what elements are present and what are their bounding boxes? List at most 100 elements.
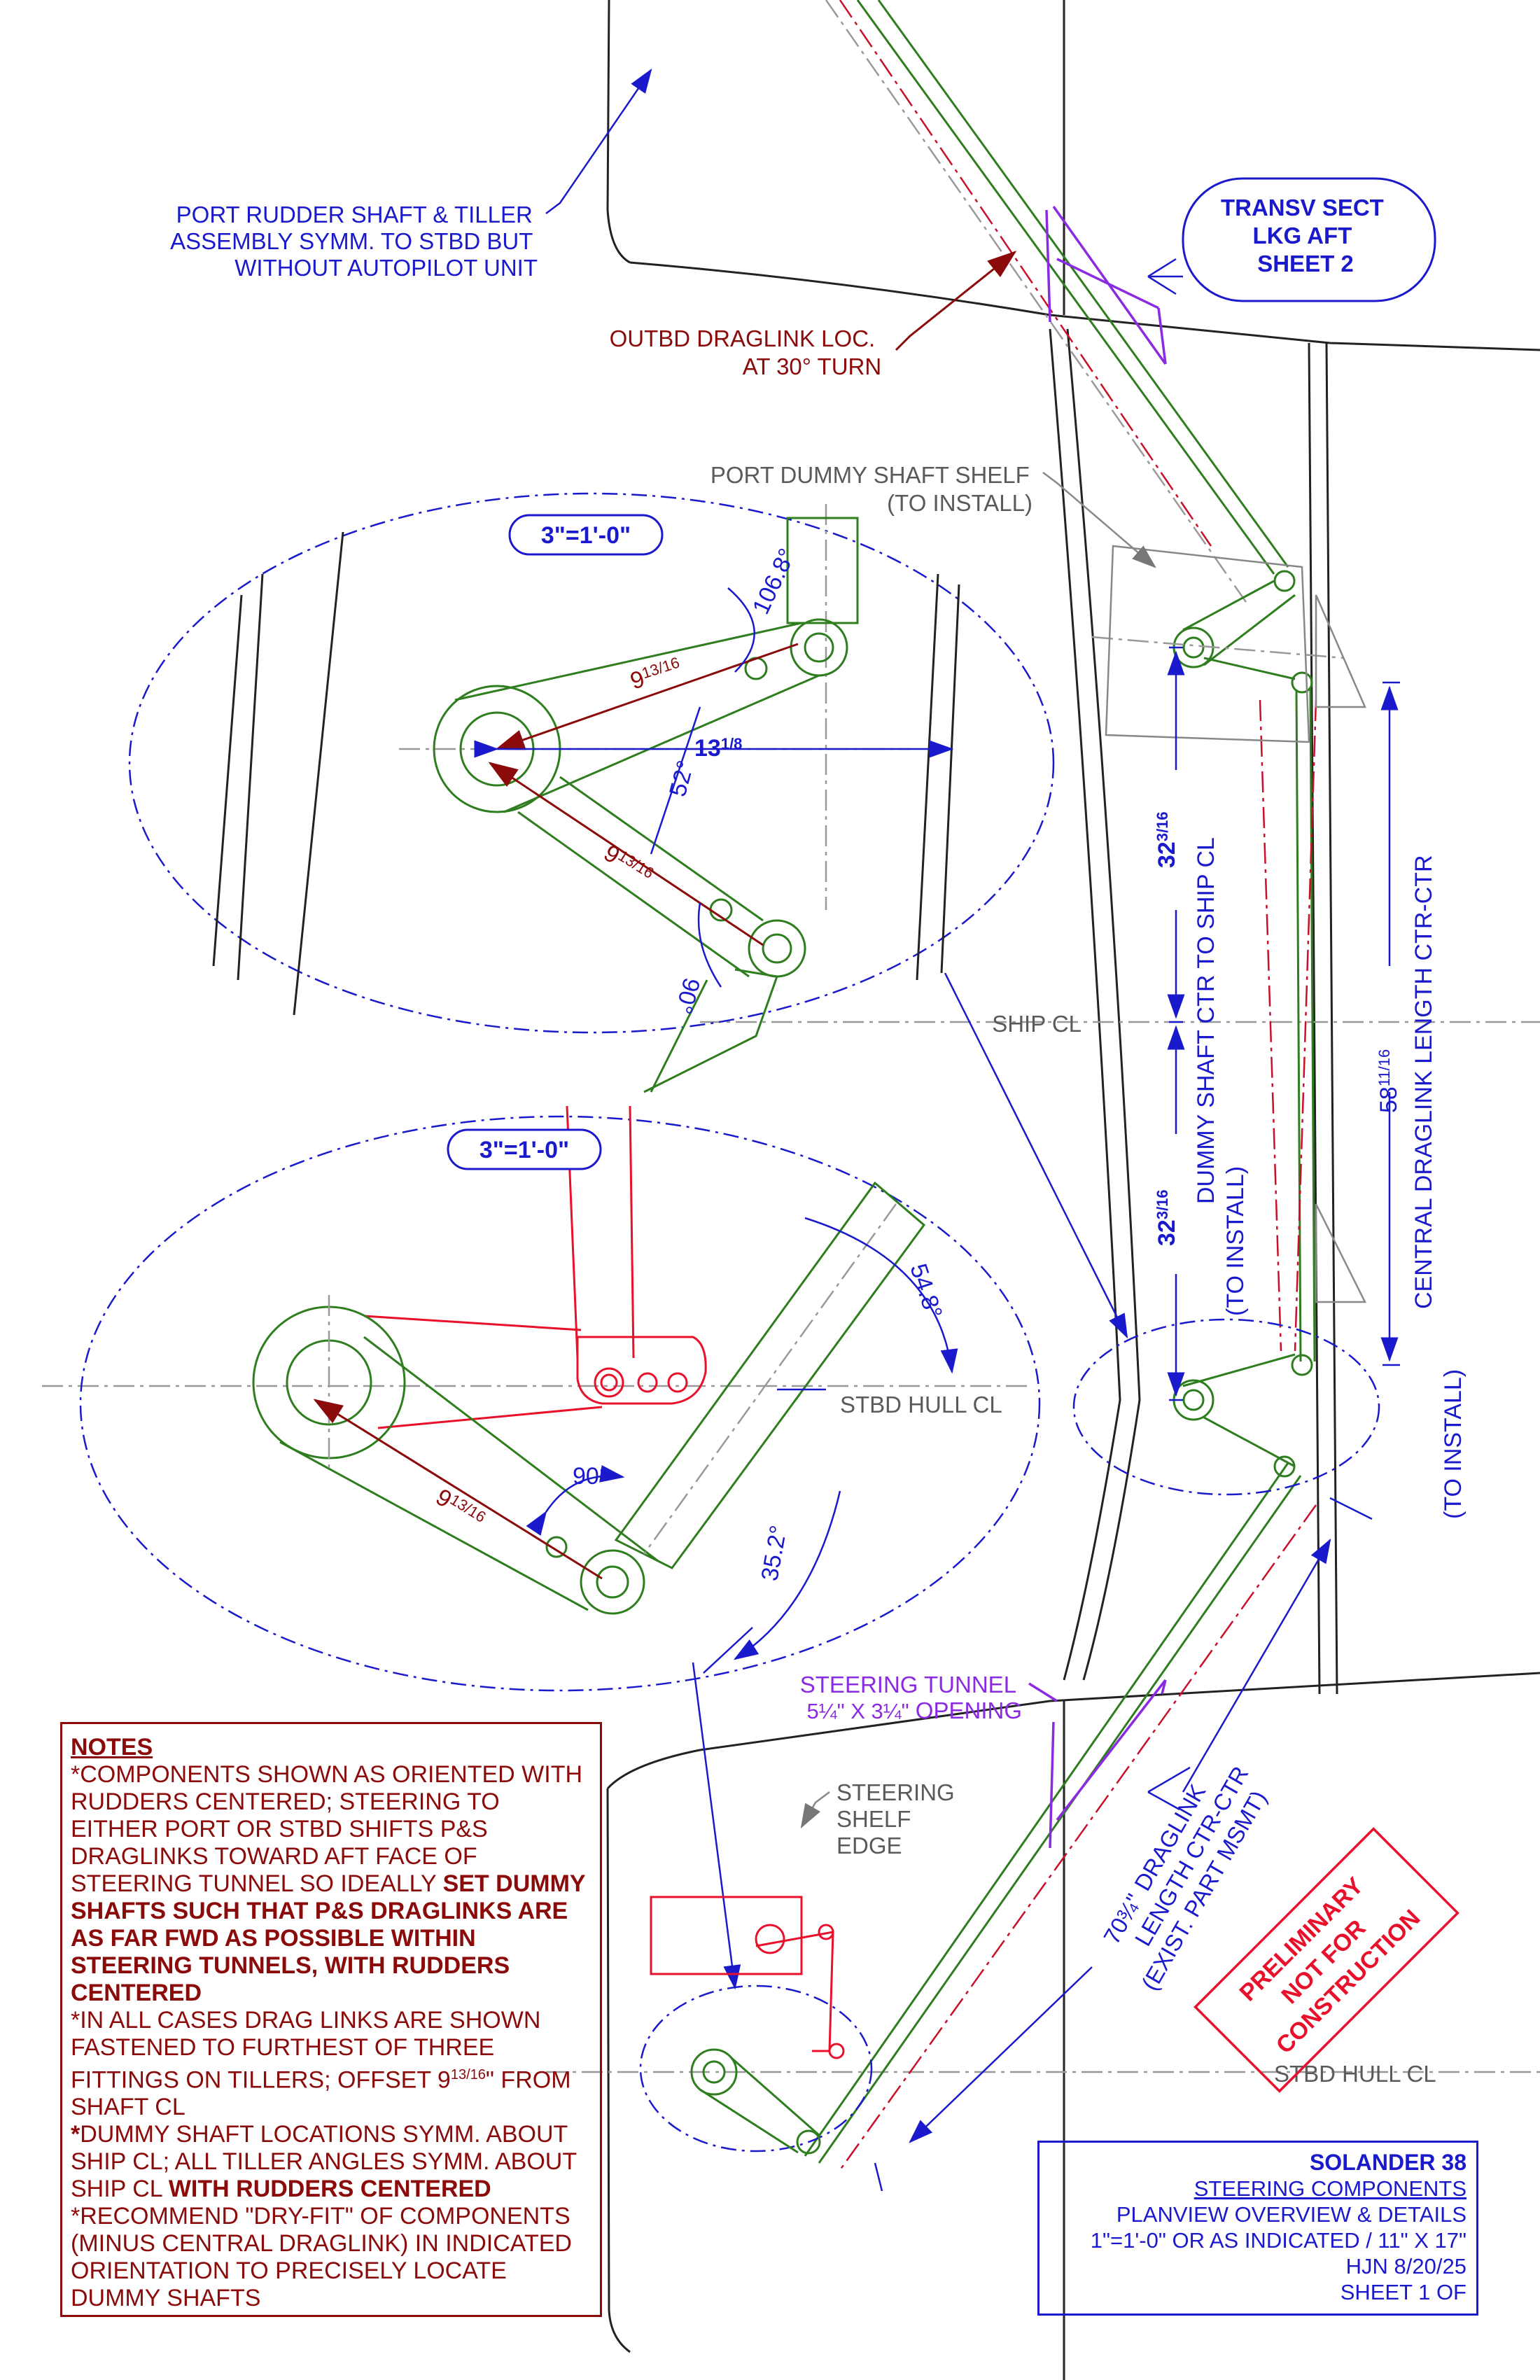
steering-tunnel-line-1: STEERING TUNNEL	[800, 1672, 1016, 1698]
callout-outbd-draglink-loc: OUTBD DRAGLINK LOC. AT 30° TURN	[610, 251, 1017, 379]
svg-text:5811/16: 5811/16	[1376, 1049, 1402, 1113]
tiller-assembly-lower	[650, 1896, 845, 2155]
frac-3-16-lower: 3/16	[1154, 1189, 1171, 1219]
central-draglink-label-1: CENTRAL DRAGLINK LENGTH CTR-CTR	[1410, 855, 1437, 1309]
drawing-subtitle: STEERING COMPONENTS	[1194, 2176, 1466, 2201]
tiller-assembly-port-main	[1091, 570, 1345, 694]
steering-tunnel-upper	[1045, 205, 1167, 365]
drawing-author-date: HJN 8/20/25	[1345, 2254, 1466, 2278]
drawing-sheet-number: SHEET 1 OF	[1340, 2280, 1466, 2304]
port-dummy-line-2: (TO INSTALL)	[887, 490, 1032, 516]
callout-port-rudder: PORT RUDDER SHAFT & TILLER ASSEMBLY SYMM…	[170, 68, 652, 281]
frac-3-16-upper: 3/16	[1154, 811, 1171, 841]
note-4: *RECOMMEND "DRY-FIT" OF COMPONENTS (MINU…	[71, 2203, 572, 2312]
scale-badge-1	[508, 514, 664, 556]
svg-text:OUTBD DRAGLINK LOC. AT 3: OUTBD DRAGLINK LOC. AT 30° TURN	[610, 326, 882, 379]
note-1: *COMPONENTS SHOWN AS ORIENTED WITH RUDDE…	[71, 1761, 592, 2007]
stbd-hull-cl-main-label: STBD HULL CL	[1274, 2061, 1436, 2087]
hull-structure	[42, 0, 1540, 2380]
stbd-hull-cl-detail-label: STBD HULL CL	[840, 1392, 1002, 1418]
section-marker-transv[interactable]: TRANSV SECT LKG AFT SHEET 2	[1147, 177, 1436, 302]
transv-sect-line-1: TRANSV SECT	[1221, 195, 1384, 220]
steering-shelf-line-2: SHELF	[836, 1806, 911, 1832]
note-1-emphasis: SET DUMMY SHAFTS SUCH THAT P&S DRAGLINKS…	[71, 1870, 585, 2006]
central-draglink-label-2: (TO INSTALL)	[1440, 1369, 1466, 1519]
project-name: SOLANDER 38	[1309, 2150, 1466, 2175]
outboard-draglink-upper	[825, 0, 1289, 603]
frac-11-16: 11/16	[1376, 1049, 1393, 1086]
note-2-tail: " FROM SHAFT CL	[71, 2066, 571, 2121]
detail-view-2: 3"=1'-0" 54.8° STBD HULL CL 90° 913/16 3…	[79, 1105, 1041, 1692]
callout-outbd-draglink-length: 70¾" DRAGLINK LENGTH CTR-CTR (EXIST. PAR…	[874, 1497, 1373, 2192]
callout-port-dummy-shelf: PORT DUMMY SHAFT SHELF (TO INSTALL)	[710, 462, 1156, 568]
port-rudder-line-2: ASSEMBLY SYMM. TO STBD BUT	[170, 228, 533, 254]
detail-circle-main	[1072, 1318, 1380, 1496]
svg-text:913/16: 913/16	[599, 840, 657, 890]
note-1-text: *COMPONENTS SHOWN AS ORIENTED WITH RUDDE…	[71, 1761, 583, 1897]
drawing-desc: PLANVIEW OVERVIEW & DETAILS	[1116, 2202, 1466, 2227]
ship-cl-label: SHIP CL	[992, 1011, 1082, 1037]
angle-90-a-label: 90°	[670, 975, 705, 1017]
note-2-fraction: 13/16	[450, 2067, 486, 2082]
svg-text:TRANSV SECT LKG AFT: TRANSV SECT LKG AFT SHEET 2	[1221, 195, 1390, 276]
note-3-text: DUMMY SHAFT LOCATIONS SYMM. ABOUT SHIP C…	[71, 2121, 577, 2203]
dim-central-draglink: 5811/16 CENTRAL DRAGLINK LENGTH CTR-CTR (…	[1376, 681, 1466, 1519]
transv-sect-line-3: SHEET 2	[1257, 251, 1354, 276]
callout-steering-shelf: STEERING SHELF EDGE	[800, 1779, 961, 1858]
frac-1-8: 1/8	[721, 735, 743, 752]
drawing-scale: 1"=1'-0" OR AS INDICATED / 11" X 17"	[1090, 2228, 1466, 2253]
port-dummy-line-1: PORT DUMMY SHAFT SHELF	[710, 462, 1030, 488]
steering-shelf-line-3: EDGE	[836, 1833, 902, 1858]
scale-label-2: 3"=1'-0"	[479, 1137, 569, 1163]
callout-steering-tunnel: STEERING TUNNEL 5¼" X 3¼" OPENING	[800, 1672, 1058, 1723]
detail-view-1: 3"=1'-0" 106.8° 913/16 131/8 52° 913/16 …	[128, 492, 1055, 1093]
svg-text:323/16: 323/16	[1154, 1189, 1180, 1246]
svg-text:70¾" DRAGLINK LENG: 70¾" DRAGLINK LENGTH CTR-CTR (EXIST. PAR…	[1088, 1742, 1281, 1995]
svg-text:323/16: 323/16	[1154, 811, 1180, 868]
scale-label-1: 3"=1'-0"	[541, 522, 631, 549]
dummy-shaft-label-1: DUMMY SHAFT CTR TO SHIP CL	[1193, 837, 1219, 1204]
svg-text:STEERING TUNNEL 5¼" X 3¼: STEERING TUNNEL 5¼" X 3¼" OPENING	[800, 1672, 1022, 1723]
outbd-loc-line-1: OUTBD DRAGLINK LOC.	[610, 326, 876, 351]
outbd-loc-line-2: AT 30° TURN	[743, 354, 881, 379]
steering-shelf-line-1: STEERING	[836, 1779, 955, 1805]
svg-text:CENTRAL DRAGLINK LENGTH CTR-CT: CENTRAL DRAGLINK LENGTH CTR-CTR (TO INSTA…	[1410, 855, 1466, 1519]
notes-panel: NOTES *COMPONENTS SHOWN AS ORIENTED WITH…	[60, 1722, 602, 2317]
port-rudder-line-3: WITHOUT AUTOPILOT UNIT	[234, 255, 538, 281]
tunnel-size: 5¼" X 3¼"	[807, 1699, 909, 1723]
port-rudder-line-1: PORT RUDDER SHAFT & TILLER	[176, 202, 533, 227]
dummy-shaft-shelves	[1105, 545, 1367, 1303]
dummy-shaft-label-2: (TO INSTALL)	[1222, 1166, 1249, 1316]
dim-32-lower: 32	[1154, 1219, 1180, 1246]
svg-text:DUMMY SHAFT CTR TO SHIP CL(TO: DUMMY SHAFT CTR TO SHIP CL(TO INSTALL)	[1193, 837, 1249, 1316]
steering-tunnel-line-2: OPENING	[916, 1698, 1022, 1723]
svg-text:PORT RUDDER SHAFT & TILLER: PORT RUDDER SHAFT & TILLER ASSEMBLY SYMM…	[170, 202, 539, 281]
note-3: *DUMMY SHAFT LOCATIONS SYMM. ABOUT SHIP …	[71, 2121, 592, 2203]
tunnel-section-arrow	[1147, 1766, 1191, 1811]
angle-90-b-label: 90°	[573, 1463, 608, 1490]
preliminary-stamp: PRELIMINARY NOT FOR CONSTRUCTION	[1194, 1827, 1460, 2093]
notes-title: NOTES	[71, 1734, 153, 1760]
angle-52-label: 52°	[664, 758, 699, 800]
svg-text:PORT DUMMY SHAFT SHELF (: PORT DUMMY SHAFT SHELF (TO INSTALL)	[710, 462, 1036, 516]
note-2: *IN ALL CASES DRAG LINKS ARE SHOWN FASTE…	[71, 2007, 592, 2121]
angle-35-label: 35.2°	[756, 1523, 792, 1583]
dim-32-upper: 32	[1154, 841, 1180, 868]
dim-58: 58	[1376, 1086, 1402, 1113]
svg-text:STEERING SHELF EDG: STEERING SHELF EDGE	[836, 1779, 961, 1858]
angle-54-label: 54.8°	[904, 1261, 947, 1322]
title-block: SOLANDER 38 STEERING COMPONENTS PLANVIEW…	[1037, 2141, 1478, 2316]
central-draglink	[1259, 689, 1317, 1362]
dim-dummy-shaft: 323/16 323/16 DUMMY SHAFT CTR TO SHIP CL…	[1154, 646, 1249, 1401]
tiller-assembly-stbd-main	[1172, 1353, 1313, 1478]
angle-106-label: 106.8°	[748, 545, 801, 619]
len-13: 13	[694, 735, 721, 762]
scale-badge-2	[447, 1128, 602, 1170]
svg-text:131/8: 131/8	[694, 735, 742, 762]
outboard-draglink-lower	[804, 1462, 1317, 2171]
note-3-star: *	[71, 2121, 80, 2148]
note-2-text: *IN ALL CASES DRAG LINKS ARE SHOWN FASTE…	[71, 2007, 541, 2094]
svg-text:PRELIMINARY NOT FOR: PRELIMINARY NOT FOR CONSTRUCTION	[1226, 1860, 1425, 2059]
steering-tunnel-lower	[1049, 1679, 1167, 1849]
